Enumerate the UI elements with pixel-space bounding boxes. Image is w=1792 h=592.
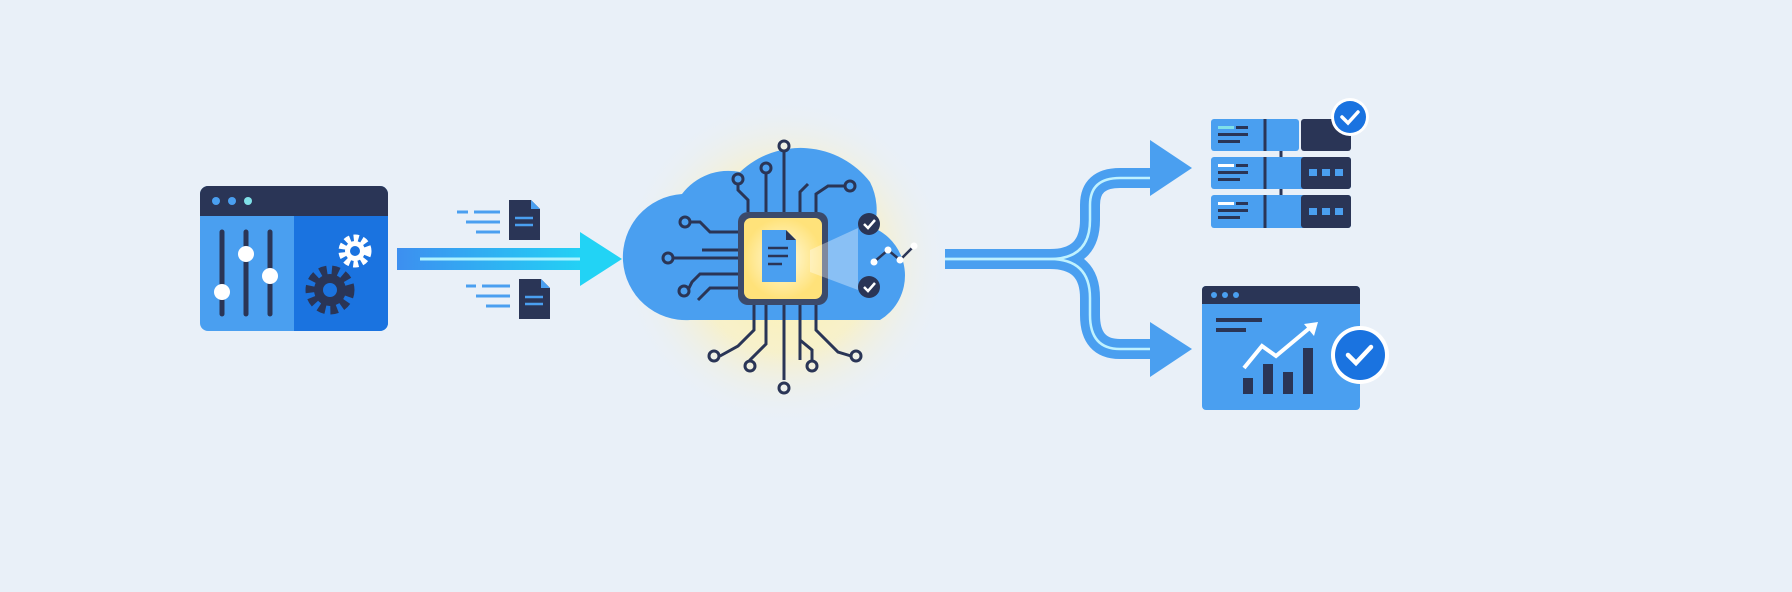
branching-arrow-icon <box>945 140 1192 377</box>
checkmark-icon <box>1331 326 1389 384</box>
trend-line-icon <box>870 242 918 266</box>
arrow-right-icon <box>397 232 622 286</box>
checkmark-icon <box>858 213 880 235</box>
checkmark-icon <box>858 276 880 298</box>
gear-icon <box>305 265 355 315</box>
trend-line-icon <box>1242 324 1314 370</box>
checkmark-icon <box>1331 98 1369 136</box>
processor-chip-icon <box>738 212 858 305</box>
slider-controls-icon <box>214 229 278 317</box>
gear-icon <box>338 234 372 268</box>
document-icon <box>466 279 550 319</box>
server-database-icon <box>1211 119 1351 228</box>
analytics-dashboard-icon <box>1202 286 1360 410</box>
document-icon <box>457 200 540 240</box>
settings-window-icon <box>200 186 388 331</box>
circuit-lines-icon <box>661 139 863 395</box>
bar-chart-icon <box>1243 348 1313 394</box>
